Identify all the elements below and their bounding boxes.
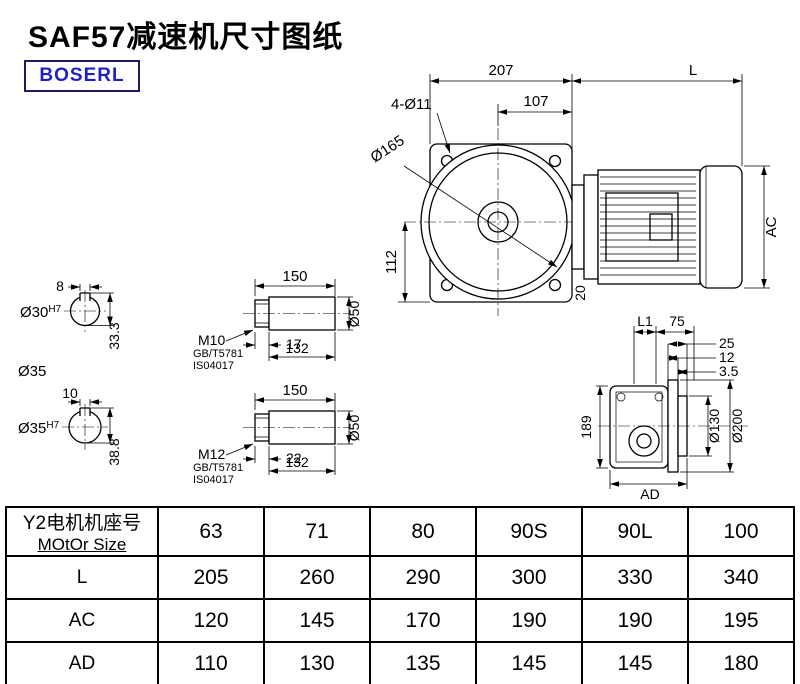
shaft-detail-2: 150 M12 GB/T5781 IS04017 22 132 Ø50 (193, 382, 362, 486)
dim-75-label: 75 (669, 313, 685, 329)
table-cell: 340 (688, 556, 794, 599)
row-label: AC (6, 599, 158, 642)
dim-L-label: L (689, 62, 697, 79)
dim-189-label: 189 (578, 415, 594, 439)
dim-key10-label: 10 (62, 385, 78, 401)
dim-112-label: 112 (383, 250, 400, 274)
shaft-section-1: 8 Ø30H7 33.3 Ø35 (18, 278, 122, 380)
dim-33-3-label: 33.3 (106, 322, 122, 349)
table-cell: 145 (582, 642, 688, 684)
table-cell: 195 (688, 599, 794, 642)
table-cell: 145 (476, 642, 582, 684)
table-cell: 170 (370, 599, 476, 642)
header-line1: Y2电机机座号 (7, 508, 157, 535)
dim-flange-dia-label: Ø165 (368, 132, 408, 166)
size-table: Y2电机机座号 MOtOr Size 63 71 80 90S 90L 100 … (5, 506, 795, 682)
drawing-canvas: 207 L 107 4-Ø11 Ø165 112 AC 20 (0, 0, 800, 505)
dim-d200-label: Ø200 (729, 409, 745, 443)
dim-150-label: 150 (282, 382, 307, 399)
shaft-section-2: 10 Ø35H7 38.8 (18, 385, 122, 466)
dim-d50-label: Ø50 (346, 301, 362, 328)
dim-132-label: 132 (285, 454, 309, 470)
motor-size-header: Y2电机机座号 MOtOr Size (6, 507, 158, 556)
dim-132-label: 132 (285, 340, 309, 356)
dim-bore30-label: Ø30H7 (20, 304, 62, 321)
row-label: AD (6, 642, 158, 684)
std-iso-label: IS04017 (193, 474, 234, 486)
table-cell: 330 (582, 556, 688, 599)
dim-207-label: 207 (488, 62, 513, 79)
thread-m10-label: M10 (198, 332, 225, 348)
std-gb-label: GB/T5781 (193, 462, 243, 474)
table-cell: 180 (688, 642, 794, 684)
thread-m12-label: M12 (198, 446, 225, 462)
std-iso-label: IS04017 (193, 360, 234, 372)
dim-d35-label: Ø35 (18, 363, 46, 380)
table-row: AC 120 145 170 190 190 195 (6, 599, 794, 642)
std-gb-label: GB/T5781 (193, 348, 243, 360)
table-row: L 205 260 290 300 330 340 (6, 556, 794, 599)
dim-AD-label: AD (640, 486, 659, 502)
table-cell: 80 (370, 507, 476, 556)
table-cell: 190 (476, 599, 582, 642)
table-cell: 260 (264, 556, 370, 599)
side-view (598, 380, 748, 472)
dim-bolt-holes-label: 4-Ø11 (391, 96, 432, 113)
table-cell: 135 (370, 642, 476, 684)
table-cell: 205 (158, 556, 264, 599)
table-cell: 300 (476, 556, 582, 599)
table-cell: 63 (158, 507, 264, 556)
table-header-row: Y2电机机座号 MOtOr Size 63 71 80 90S 90L 100 (6, 507, 794, 556)
table-cell: 110 (158, 642, 264, 684)
table-cell: 130 (264, 642, 370, 684)
dim-AC-label: AC (763, 216, 780, 237)
dim-d130-label: Ø130 (706, 409, 722, 443)
dim-107-label: 107 (523, 93, 548, 110)
header-line2: MOtOr Size (7, 535, 157, 555)
front-view-gearbox (404, 128, 592, 316)
table-cell: 290 (370, 556, 476, 599)
dim-bore35-label: Ø35H7 (18, 420, 60, 437)
table-row: AD 110 130 135 145 145 180 (6, 642, 794, 684)
table-cell: 90L (582, 507, 688, 556)
table-cell: 145 (264, 599, 370, 642)
dim-d50-label: Ø50 (346, 415, 362, 442)
front-view-motor (572, 166, 742, 288)
row-label: L (6, 556, 158, 599)
table-cell: 190 (582, 599, 688, 642)
table-cell: 90S (476, 507, 582, 556)
dim-L1-label: L1 (637, 313, 653, 329)
table-cell: 100 (688, 507, 794, 556)
dim-shaft-20-label: 20 (572, 285, 588, 301)
dim-38-8-label: 38.8 (106, 438, 122, 465)
dim-150-label: 150 (282, 268, 307, 285)
table-cell: 71 (264, 507, 370, 556)
shaft-detail-1: 150 M10 GB/T5781 IS04017 17 132 Ø50 (193, 268, 362, 372)
table-cell: 120 (158, 599, 264, 642)
dim-3-5-label: 3.5 (719, 363, 739, 379)
dim-key8-label: 8 (56, 278, 64, 294)
